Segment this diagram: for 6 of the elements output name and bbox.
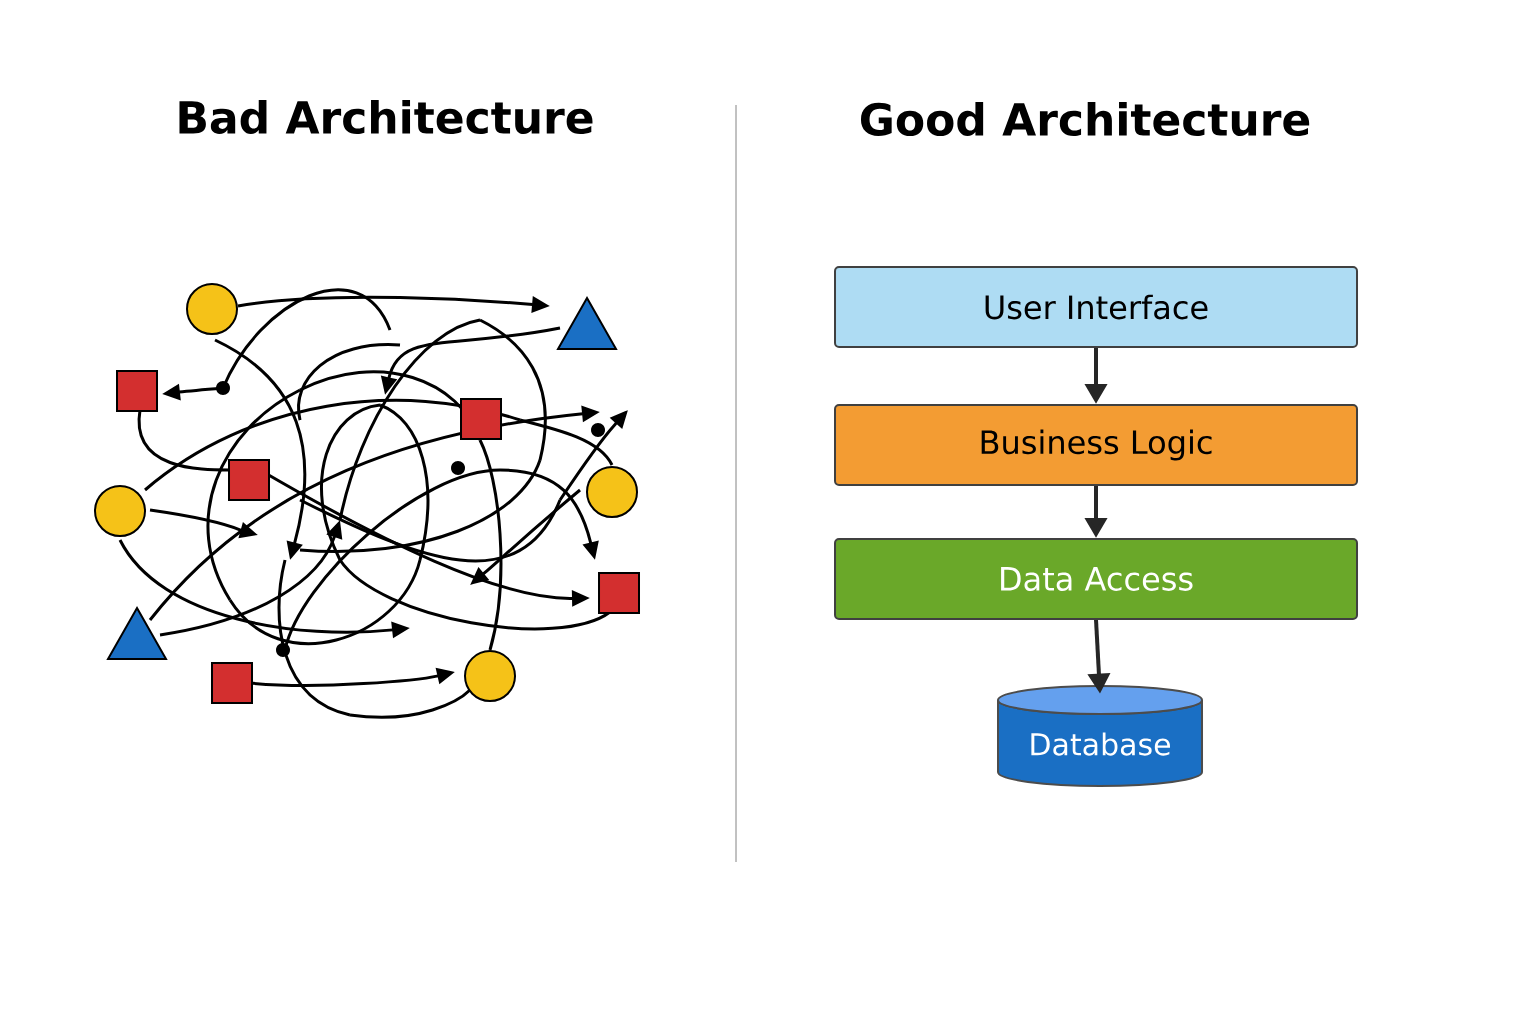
layer-box: User Interface [834,266,1358,348]
database-cylinder: Database [997,685,1203,787]
heading: Bad Architecture [179,99,593,135]
layer-box: Business Logic [834,404,1358,486]
layer-box: Data Access [834,538,1358,620]
heading: Good Architecture [860,101,1310,137]
